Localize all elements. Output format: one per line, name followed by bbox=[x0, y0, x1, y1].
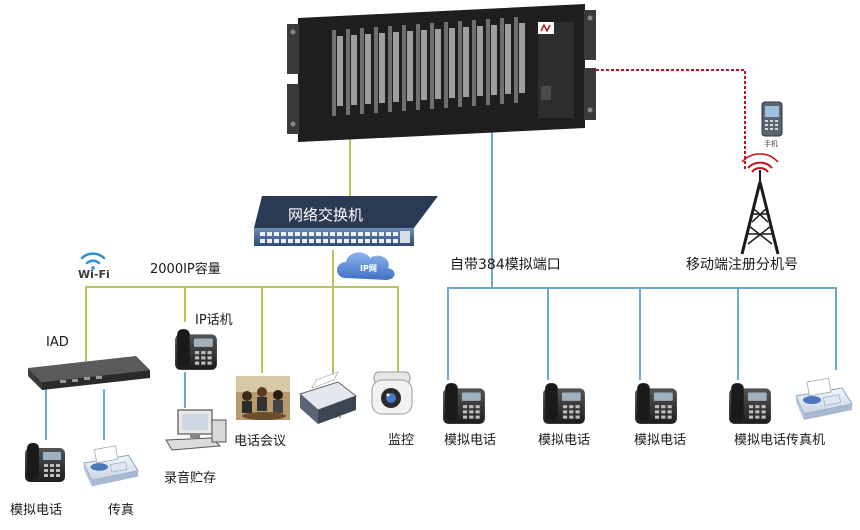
ip-network-lines bbox=[85, 128, 399, 375]
desk-phone-icon bbox=[635, 383, 677, 424]
analog-phone-label-2: 模拟电话 bbox=[538, 433, 591, 448]
analog-phone-label: 模拟电话 bbox=[10, 503, 63, 518]
mobile-phone-label: 手机 bbox=[764, 140, 778, 148]
analog-lines bbox=[45, 128, 837, 440]
computer-icon bbox=[165, 409, 227, 451]
cell-tower-icon bbox=[740, 153, 780, 255]
conference-label: 电话会议 bbox=[234, 434, 287, 449]
network-switch-label: 网络交换机 bbox=[288, 206, 364, 224]
conference-photo-icon bbox=[236, 376, 290, 420]
ip-phone-label: IP话机 bbox=[195, 313, 233, 328]
cloud-icon bbox=[337, 252, 395, 280]
desk-phone-icon bbox=[443, 383, 485, 424]
desk-phone-icon bbox=[543, 383, 585, 424]
recording-label: 录音贮存 bbox=[164, 471, 217, 486]
mobile-link-line bbox=[596, 69, 746, 170]
monitoring-label: 监控 bbox=[388, 433, 415, 448]
ip-cloud-label: IP网 bbox=[360, 264, 377, 273]
ip-phone-icon bbox=[175, 329, 217, 370]
network-switch-icon bbox=[254, 196, 438, 246]
analog-phone-label-1: 模拟电话 bbox=[444, 433, 497, 448]
camera-icon bbox=[371, 371, 413, 415]
mobile-register-label: 移动端注册分机号 bbox=[686, 257, 798, 273]
ip-capacity-label: 2000IP容量 bbox=[150, 262, 221, 277]
printer-icon bbox=[299, 371, 358, 424]
iad-label: IAD bbox=[46, 335, 69, 350]
analog-phone-fax-label: 模拟电话传真机 bbox=[734, 433, 826, 448]
analog-phone-label-3: 模拟电话 bbox=[634, 433, 687, 448]
wifi-icon bbox=[80, 252, 106, 270]
wifi-label: Wi-Fi bbox=[78, 268, 110, 281]
analog-ports-label: 自带384模拟端口 bbox=[450, 257, 561, 273]
desk-phone-icon bbox=[25, 443, 65, 482]
pbx-chassis-icon bbox=[287, 4, 596, 142]
mobile-phone-icon bbox=[761, 101, 783, 137]
fax-label: 传真 bbox=[108, 503, 135, 518]
fax-icon bbox=[795, 377, 853, 421]
fax-icon bbox=[83, 445, 139, 487]
printer-label: 打印机 bbox=[320, 411, 341, 419]
desk-phone-icon bbox=[729, 383, 771, 424]
iad-icon bbox=[28, 356, 150, 390]
